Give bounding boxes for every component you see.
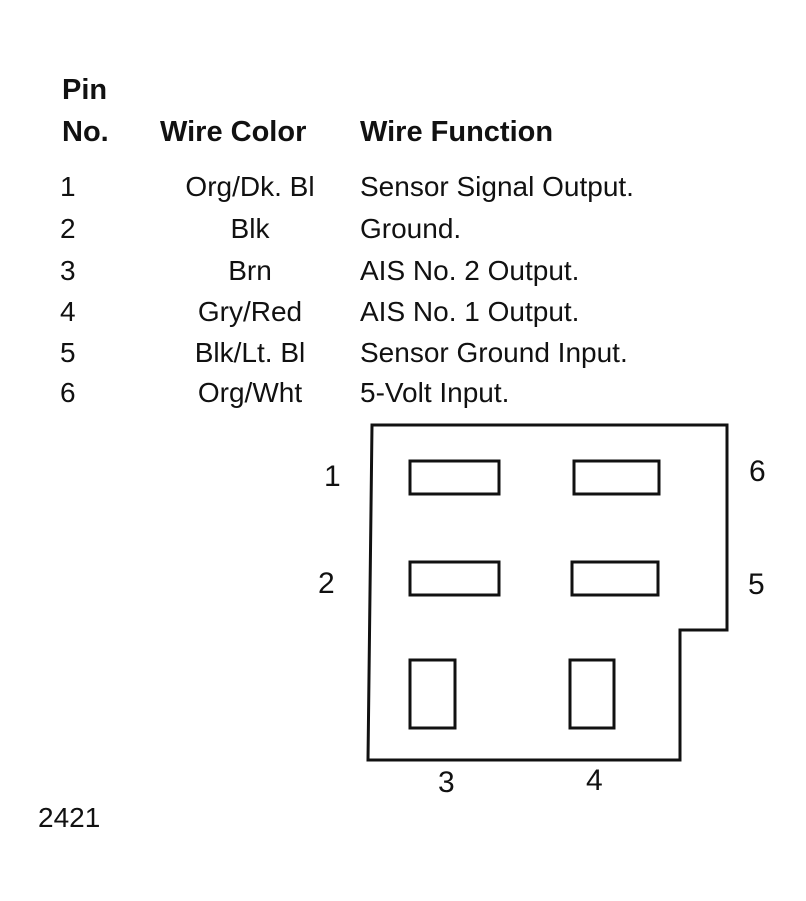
pin-label-5: 5 — [748, 568, 765, 601]
row-wire-color: Org/Dk. Bl — [185, 171, 315, 202]
connector-housing — [366, 423, 729, 762]
header-wire-color: Wire Color — [160, 116, 307, 148]
figure-number: 2421 — [38, 802, 101, 833]
row-wire-color: Blk — [230, 213, 270, 244]
row-wire-color: Blk/Lt. Bl — [194, 337, 306, 368]
pin-label-3: 3 — [438, 766, 455, 799]
row-pin-number: 3 — [60, 255, 76, 286]
terminal-pin-5 — [570, 560, 660, 597]
row-wire-function: Sensor Ground Input. — [360, 337, 628, 368]
row-pin-number: 4 — [60, 296, 76, 327]
header-wire-function: Wire Function — [360, 116, 554, 148]
row-pin-number: 1 — [60, 171, 76, 202]
header-pin-line2: No. — [62, 116, 109, 148]
row-wire-function: AIS No. 2 Output. — [360, 255, 580, 286]
pin-label-2: 2 — [318, 567, 335, 600]
row-pin-number: 2 — [60, 213, 76, 244]
row-wire-function: Sensor Signal Output. — [360, 171, 634, 202]
header-pin-line1: Pin — [62, 74, 108, 106]
terminal-pin-4 — [568, 658, 616, 730]
pin-label-6: 6 — [749, 455, 766, 488]
pin-label-1: 1 — [324, 460, 341, 493]
row-pin-number: 5 — [60, 337, 76, 368]
terminal-pin-3 — [408, 658, 457, 730]
terminal-pin-1 — [408, 459, 501, 496]
row-wire-function: 5-Volt Input. — [360, 377, 510, 408]
row-wire-function: Ground. — [360, 213, 462, 244]
terminal-pin-6 — [572, 459, 661, 496]
row-wire-function: AIS No. 1 Output. — [360, 296, 580, 327]
row-wire-color: Org/Wht — [197, 377, 303, 408]
pin-label-4: 4 — [586, 764, 603, 797]
row-wire-color: Gry/Red — [197, 296, 303, 327]
row-pin-number: 6 — [60, 377, 76, 408]
row-wire-color: Brn — [228, 255, 272, 286]
terminal-pin-2 — [408, 560, 501, 597]
